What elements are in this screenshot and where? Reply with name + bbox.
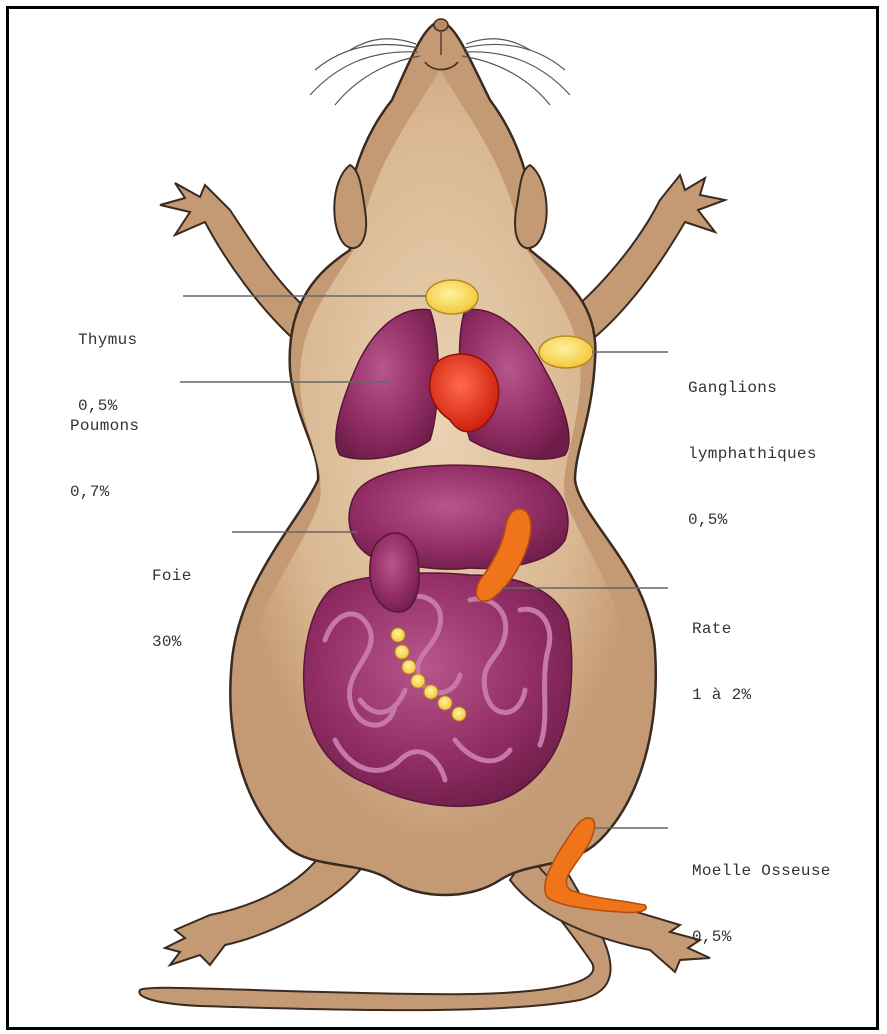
spleen-name: Rate — [692, 618, 751, 640]
lungs-label: Poumons 0,7% — [70, 371, 139, 525]
thymus — [426, 280, 478, 314]
spleen-label: Rate 1 à 2% — [692, 574, 751, 728]
liver-value: 30% — [152, 631, 192, 653]
stomach — [370, 533, 419, 612]
spleen-value: 1 à 2% — [692, 684, 751, 706]
liver-label: Foie 30% — [152, 521, 192, 675]
lungs-name: Poumons — [70, 415, 139, 437]
lungs-value: 0,7% — [70, 481, 139, 503]
lymph-nodes-value: 0,5% — [688, 509, 817, 531]
liver-name: Foie — [152, 565, 192, 587]
lymph-nodes-label: Ganglions lymphathiques 0,5% — [688, 333, 817, 553]
bone-marrow-name: Moelle Osseuse — [692, 860, 831, 882]
bone-marrow-label: Moelle Osseuse 0,5% — [692, 816, 831, 970]
nose — [434, 19, 448, 31]
thymus-name: Thymus — [78, 329, 137, 351]
lymph-nodes-name-line2: lymphathiques — [688, 443, 817, 465]
lymph-nodes-name-line1: Ganglions — [688, 377, 817, 399]
lymph-node — [539, 336, 593, 368]
bone-marrow-value: 0,5% — [692, 926, 831, 948]
